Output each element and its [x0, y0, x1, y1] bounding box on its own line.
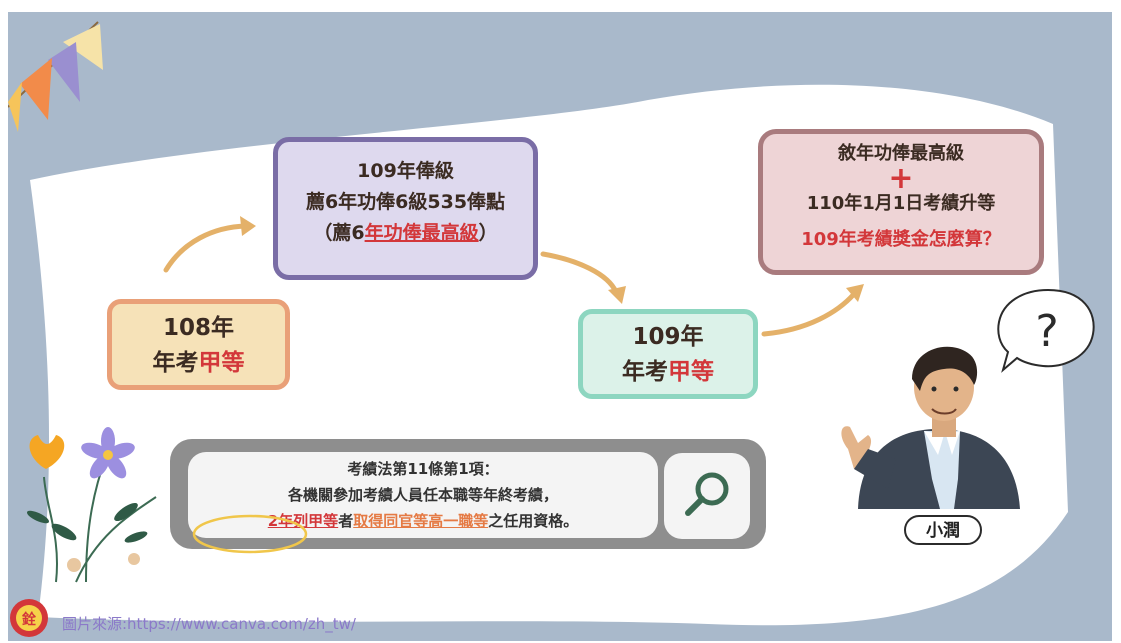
law-text-box: 考績法第11條第1項： 各機關參加考績人員任本職等年終考績， 2年列甲等者取得同…: [188, 452, 658, 538]
slide-frame: 109年俸級 薦6年功俸6級535俸點 （薦6年功俸最高級） 108年 年考甲等…: [8, 12, 1112, 641]
grade-prefix: 年考: [622, 359, 668, 385]
grade-prefix: 年考: [152, 350, 199, 376]
question-line-1: 敘年功俸最高級: [838, 143, 964, 164]
logo-text: 銓: [22, 611, 36, 628]
evaluation-2019-grade: 年考甲等: [112, 346, 285, 381]
magnifier-icon: [685, 472, 729, 516]
law-line-3: 2年列甲等者取得同官等高一職等之任用資格。: [188, 508, 658, 534]
character-illustration: [841, 346, 1020, 509]
image-credit: 圖片來源:https://www.canva.com/zh_tw/: [62, 615, 356, 633]
question-icon: ?: [997, 288, 1095, 373]
salary-note-highlight: 年功俸最高級: [364, 222, 479, 244]
salary-note-close: ）: [478, 222, 498, 244]
pennant-icon: [8, 21, 103, 132]
flow-arrows: [163, 216, 864, 337]
grade-highlight: 甲等: [668, 359, 714, 385]
salary-note-open: （薦6: [313, 222, 365, 244]
evaluation-2020-grade: 年考甲等: [583, 355, 753, 390]
logo-icon: 銓: [10, 599, 48, 637]
evaluation-2020-year: 109年: [632, 324, 704, 350]
salary-year-label: 109年俸級: [357, 160, 454, 182]
law-line-2: 各機關參加考績人員任本職等年終考績，: [287, 486, 558, 504]
question-box: 敘年功俸最高級 + 110年1月1日考績升等 109年考績獎金怎麼算？: [758, 129, 1044, 275]
highlight-circle: [192, 514, 308, 554]
law-connector: 者: [338, 512, 354, 530]
evaluation-2019-box: 108年 年考甲等: [107, 299, 290, 390]
question-mark-text: ?: [1035, 306, 1058, 357]
law-highlight-red: 2年列甲等: [267, 512, 339, 530]
law-title: 考績法第11條第1項：: [347, 460, 499, 478]
salary-2020-box: 109年俸級 薦6年功俸6級535俸點 （薦6年功俸最高級）: [273, 137, 538, 280]
law-highlight-orange: 取得同官等高一職等: [353, 512, 489, 530]
law-ending: 之任用資格。: [488, 512, 579, 530]
question-line-2: 110年1月1日考績升等: [806, 193, 996, 214]
salary-note: （薦6年功俸最高級）: [278, 218, 533, 249]
evaluation-2019-year: 108年: [162, 315, 234, 341]
character-name-tag: 小潤: [904, 515, 982, 545]
search-button[interactable]: [664, 453, 750, 539]
salary-grade-label: 薦6年功俸6級535俸點: [305, 191, 506, 213]
evaluation-2020-box: 109年 年考甲等: [578, 309, 758, 399]
plus-icon: +: [888, 161, 914, 196]
grade-highlight: 甲等: [198, 350, 245, 376]
flower-icon: [26, 427, 157, 583]
question-line-3: 109年考績獎金怎麼算？: [801, 229, 1001, 250]
